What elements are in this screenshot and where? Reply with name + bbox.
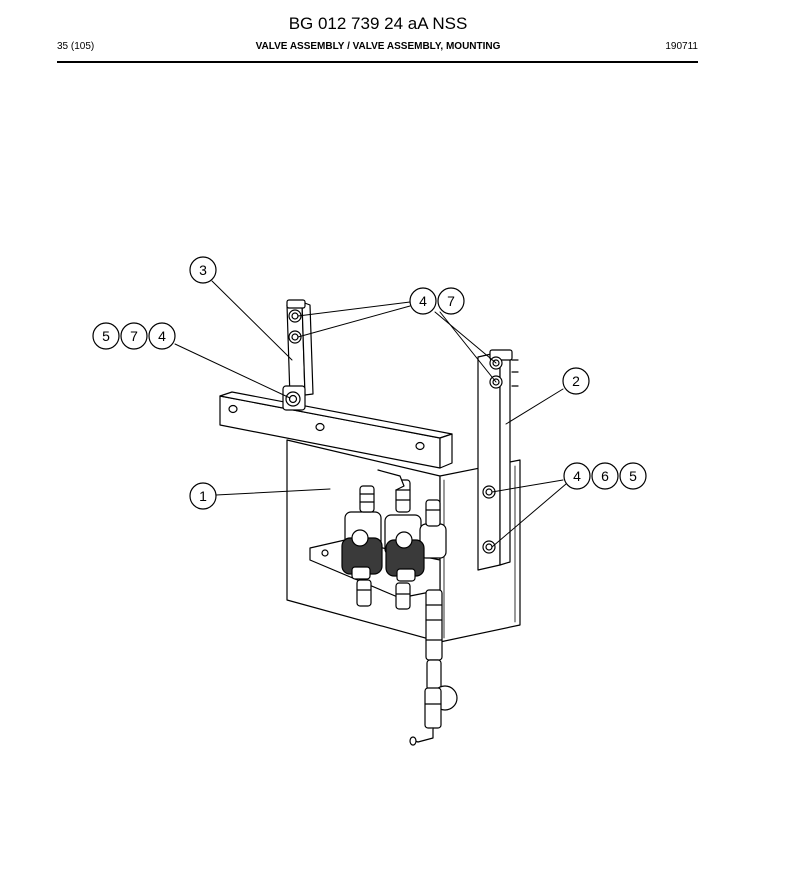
callout-1-label: 1 [199,488,207,504]
header-rule [57,61,698,63]
valve-block [309,469,447,610]
callout-label: 7 [447,293,455,309]
document-date: 190711 [665,41,698,52]
callout-label: 5 [629,468,637,484]
document-title: BG 012 739 24 aA NSS [288,14,468,33]
callout-3: 3 [189,256,217,284]
callout-1: 1 [189,482,217,510]
callout-2-label: 2 [572,373,580,389]
pipe [409,589,458,746]
section-title: VALVE ASSEMBLY / VALVE ASSEMBLY, MOUNTIN… [255,41,501,52]
callout-2: 2 [562,367,590,395]
callout-label: 4 [573,468,581,484]
page-number: 35 (105) [57,41,95,52]
callout-label: 4 [419,293,427,309]
leader-lines [174,280,567,548]
callout-3-label: 3 [199,262,207,278]
callout-label: 4 [158,328,166,344]
callout-label: 7 [130,328,138,344]
callout-group-4-6-5: 4 6 5 [563,462,647,490]
callout-group-5-7-4: 5 7 4 [92,322,176,350]
callout-label: 6 [601,468,609,484]
horizontal-bar [219,391,453,469]
right-bracket [477,349,519,571]
callout-label: 5 [102,328,110,344]
callout-group-4-7: 4 7 [409,287,465,315]
